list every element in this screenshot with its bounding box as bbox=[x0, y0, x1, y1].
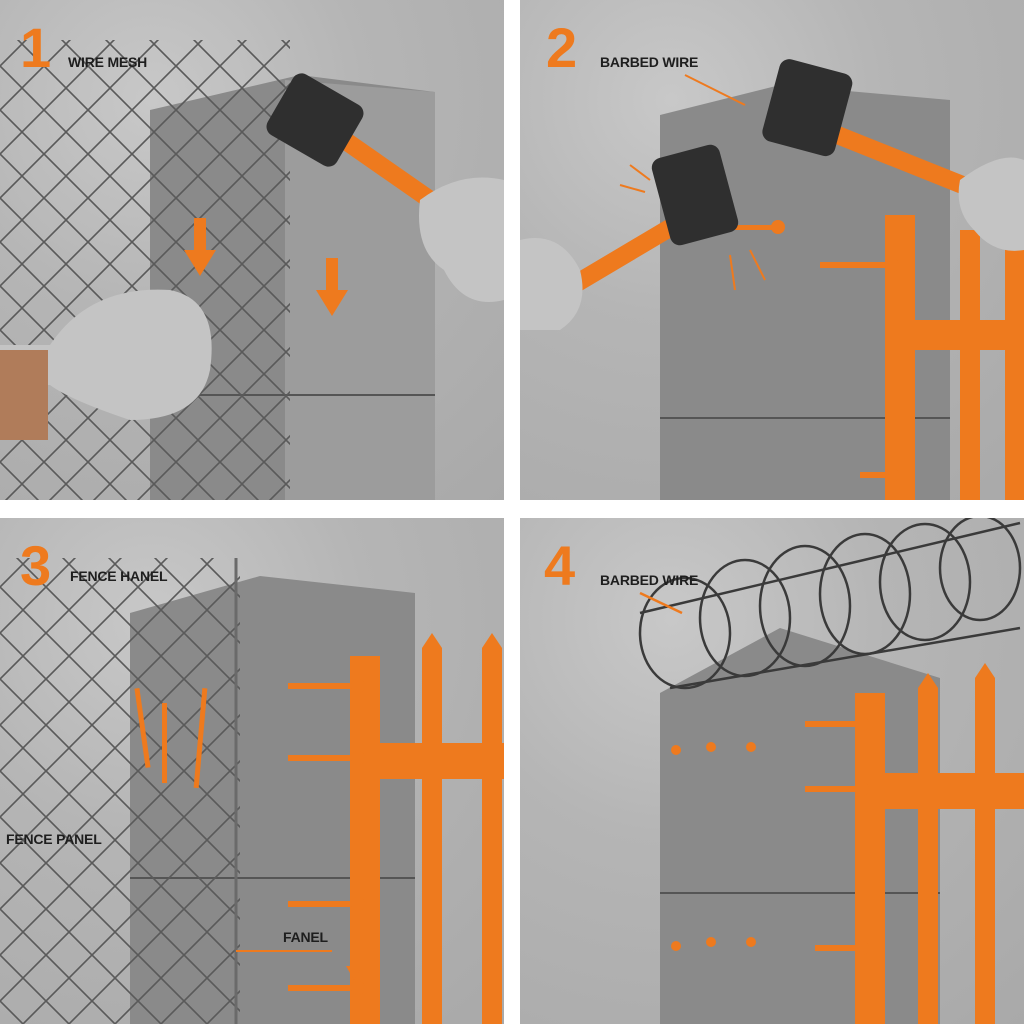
glove-icon bbox=[419, 177, 504, 302]
barbed-wire-label: BARBED WIRE bbox=[600, 572, 699, 588]
step-number: 3 bbox=[20, 534, 52, 597]
step-number: 4 bbox=[544, 534, 576, 597]
orange-fence bbox=[671, 663, 1024, 1024]
impact-lines bbox=[619, 164, 766, 291]
barbed-wire-coil bbox=[638, 518, 1022, 690]
down-arrow-icon bbox=[184, 218, 348, 316]
step-3-panel: 3 FENCE HANEL FENCE PANEL FANEL bbox=[0, 518, 504, 1024]
fence-panel-label: FENCE PANEL bbox=[6, 831, 102, 847]
wire-mesh bbox=[0, 40, 290, 500]
orange-fence bbox=[725, 215, 1024, 500]
fence-hanel-label: FENCE HANEL bbox=[70, 568, 168, 584]
step-3-illustration bbox=[0, 558, 504, 1024]
step-2-panel: 2 BARBED WIRE bbox=[520, 0, 1024, 500]
wire-mesh-label: WIRE MESH bbox=[68, 54, 148, 70]
fanel-label: FANEL bbox=[283, 929, 328, 945]
step-2-illustration bbox=[520, 59, 1024, 500]
wire-mesh bbox=[0, 558, 240, 1024]
step-4-illustration bbox=[638, 518, 1024, 1024]
glove-icon bbox=[0, 289, 212, 420]
step-1-panel: 1 WIRE MESH bbox=[0, 0, 504, 500]
glove-icon bbox=[520, 238, 583, 330]
orange-fence bbox=[134, 633, 504, 1024]
step-number: 2 bbox=[546, 16, 578, 79]
step-1-illustration bbox=[0, 40, 504, 500]
step-4-panel: 4 BARBED WIRE bbox=[520, 518, 1024, 1024]
step-number: 1 bbox=[20, 16, 52, 79]
barbed-wire-label: BARBED WIRE bbox=[600, 54, 699, 70]
glove-icon bbox=[958, 157, 1024, 251]
